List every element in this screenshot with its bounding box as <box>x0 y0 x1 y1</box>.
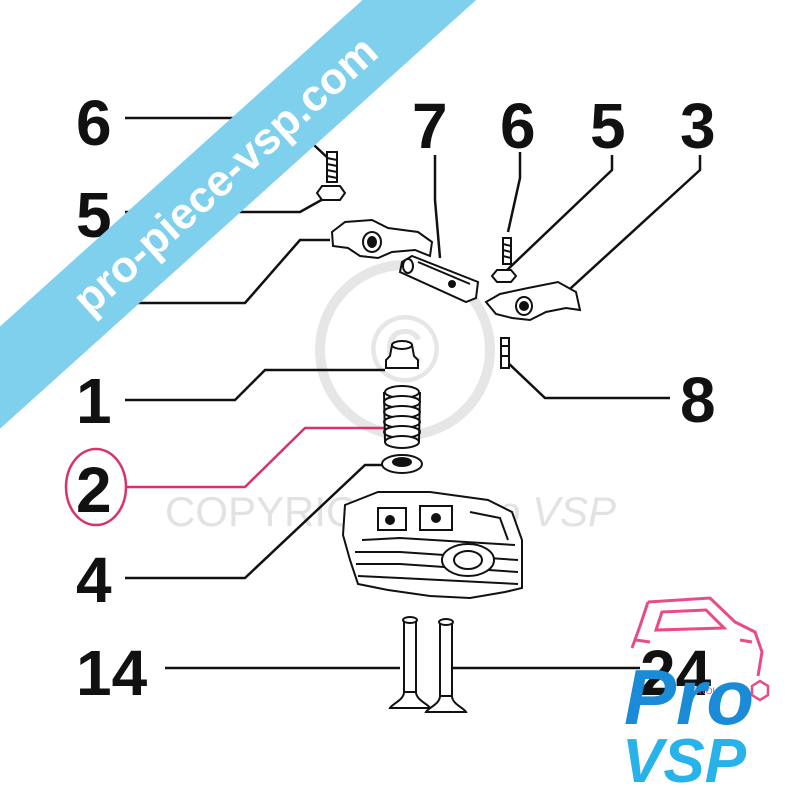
leader-lines <box>125 116 702 670</box>
label-14: 14 <box>76 637 148 709</box>
hex-badge-icon <box>750 679 770 702</box>
banner-band <box>0 0 504 431</box>
banner-text: pro-piece-vsp.com <box>64 26 388 324</box>
leader-2-highlight <box>126 426 385 489</box>
logo-group-text: GROUP <box>692 686 725 696</box>
leader-6-top <box>506 152 522 233</box>
spring-seat <box>381 454 423 474</box>
nut-right <box>490 269 518 283</box>
label-1: 1 <box>76 365 112 437</box>
label-5-top: 5 <box>590 90 626 162</box>
label-2: 2 <box>76 454 112 526</box>
leader-3-top <box>559 155 702 299</box>
logo-pro-text: Pro <box>624 653 754 741</box>
label-7: 7 <box>412 90 448 162</box>
leader-1 <box>125 368 385 402</box>
label-6-left: 6 <box>76 87 112 159</box>
leader-7 <box>433 155 442 259</box>
parts <box>315 151 582 713</box>
pin <box>500 337 510 369</box>
nut-left <box>315 185 347 201</box>
rocker-arm-right <box>484 280 582 322</box>
cylinder-head <box>341 491 523 600</box>
valve-left <box>388 616 432 709</box>
leader-5-top <box>504 155 614 273</box>
label-4: 4 <box>76 544 112 616</box>
label-3-top: 3 <box>680 90 716 162</box>
leader-4 <box>125 463 385 580</box>
rocker-shaft <box>398 254 480 304</box>
provsp-logo: GROUP Pro VSP <box>622 596 770 796</box>
leader-8 <box>504 359 670 400</box>
highlight-item-2 <box>64 426 385 527</box>
valve-right <box>424 618 468 713</box>
label-8: 8 <box>680 364 716 436</box>
valve-spring <box>383 385 421 449</box>
car-outline-icon <box>630 596 764 677</box>
adjuster-screw-left <box>326 151 338 183</box>
adjuster-screw-right <box>502 237 512 265</box>
valve-cap <box>385 340 419 369</box>
label-24: 24 <box>640 637 712 709</box>
rocker-arm-left <box>330 218 434 260</box>
label-6-top: 6 <box>500 90 536 162</box>
leader-3-left <box>125 238 330 305</box>
logo-vsp-text: VSP <box>622 727 747 796</box>
